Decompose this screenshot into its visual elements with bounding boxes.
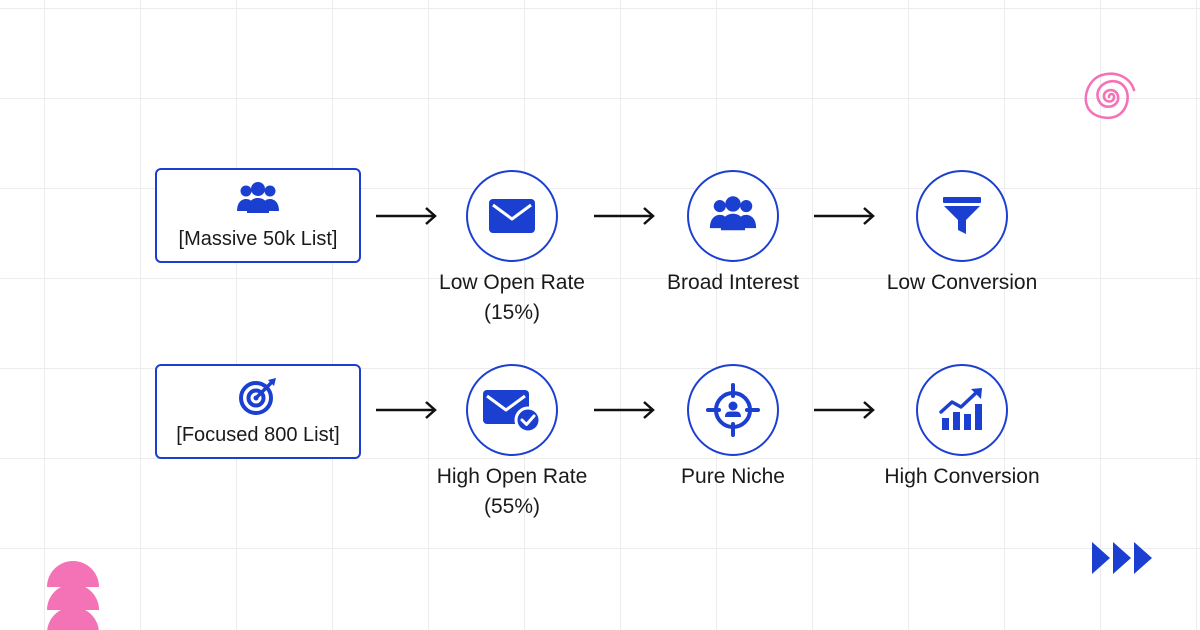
target-icon — [239, 378, 276, 415]
arrow-right-icon — [814, 207, 875, 225]
step-circle-low-open-rate — [466, 170, 558, 262]
arrow-right-icon — [814, 401, 875, 419]
crosshair-user-icon — [706, 383, 760, 437]
step-title: Broad Interest — [667, 271, 799, 294]
step-label: Low Conversion — [852, 268, 1072, 298]
users-icon — [237, 182, 279, 213]
growth-chart-icon — [939, 388, 982, 430]
step-label: High Conversion — [852, 462, 1072, 492]
step-label: Low Open Rate (15%) — [402, 268, 622, 328]
step-circle-low-conversion — [916, 170, 1008, 262]
step-label: Pure Niche — [623, 462, 843, 492]
users-icon — [709, 196, 757, 231]
spiral-icon — [1084, 72, 1136, 120]
step-circle-high-conversion — [916, 364, 1008, 456]
step-title: Pure Niche — [681, 465, 785, 488]
step-circle-pure-niche — [687, 364, 779, 456]
half-circles-decoration — [47, 561, 99, 630]
envelope-check-icon — [483, 390, 542, 434]
step-label: Broad Interest — [623, 268, 843, 298]
step-title: High Open Rate — [436, 465, 588, 488]
arrow-right-icon — [376, 401, 437, 419]
step-circle-high-open-rate — [466, 364, 558, 456]
step-title: Low Conversion — [886, 271, 1038, 294]
step-sublabel: (55%) — [483, 495, 541, 518]
list-label: [Focused 800 List] — [176, 424, 340, 446]
step-circle-broad-interest — [687, 170, 779, 262]
step-label: High Open Rate (55%) — [402, 462, 622, 522]
envelope-icon — [489, 199, 535, 233]
step-title: Low Open Rate — [439, 271, 585, 294]
arrow-right-icon — [594, 401, 655, 419]
step-sublabel: (15%) — [483, 301, 541, 324]
arrow-right-icon — [594, 207, 655, 225]
arrow-right-icon — [376, 207, 437, 225]
focused-list-box: [Focused 800 List] — [155, 364, 361, 459]
step-title: High Conversion — [884, 465, 1040, 488]
funnel-icon — [943, 197, 981, 234]
fast-forward-icon — [1092, 542, 1152, 574]
massive-list-box: [Massive 50k List] — [155, 168, 361, 263]
list-label: [Massive 50k List] — [178, 228, 338, 250]
